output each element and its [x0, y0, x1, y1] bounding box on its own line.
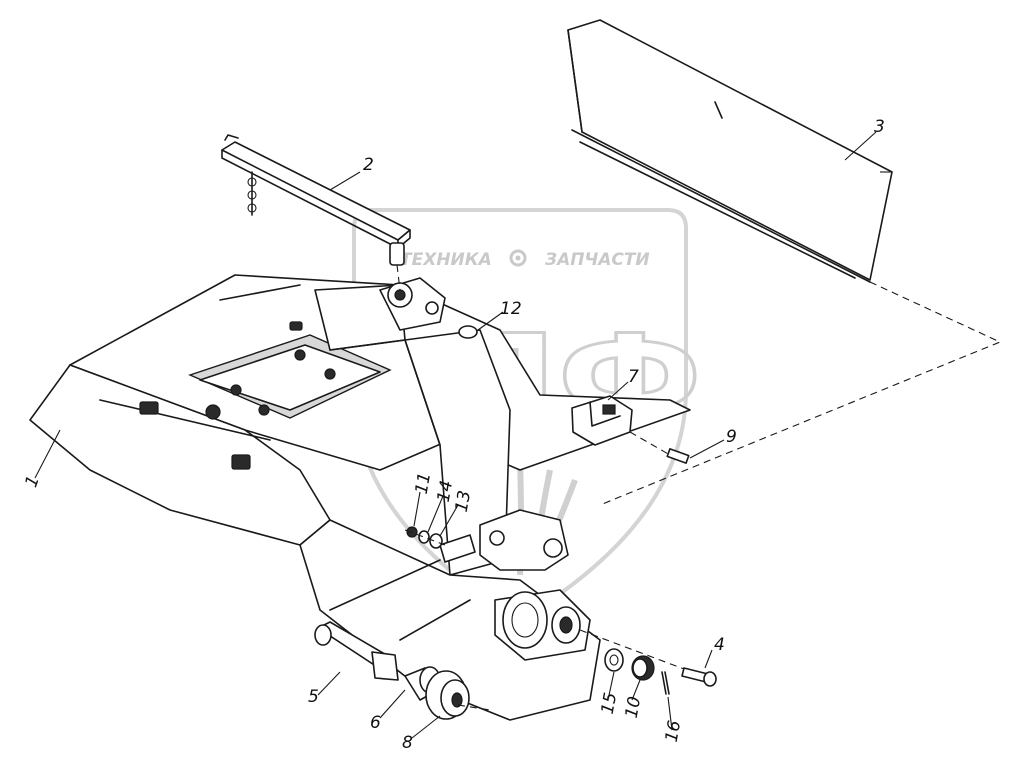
- guide-line-wheel: [457, 704, 491, 711]
- callout-10: 10: [622, 695, 645, 720]
- callout-15: 15: [598, 691, 621, 716]
- part-5-axle-pin: [314, 621, 399, 681]
- callout-3: 3: [874, 117, 885, 137]
- part-3-rear-panel: [567, 19, 893, 283]
- part-15-washer: [604, 648, 624, 672]
- part-10-castle-nut: [631, 655, 655, 681]
- guide-line-hub: [579, 629, 701, 676]
- part-13-spacer: [429, 533, 443, 549]
- callout-12: 12: [500, 299, 522, 319]
- callout-6: 6: [370, 713, 381, 733]
- part-11-nut: [406, 526, 418, 538]
- callout-7: 7: [628, 367, 639, 387]
- callout-4: 4: [714, 635, 725, 655]
- callout-8: 8: [402, 733, 413, 753]
- part-16-cotter-pin: [661, 671, 670, 695]
- part-12-washer: [458, 325, 478, 339]
- watermark-right-text: ЗАПЧАСТИ: [544, 250, 650, 270]
- gear-icon: [509, 249, 527, 267]
- part-8-wheel: [425, 670, 470, 720]
- callout-5: 5: [308, 687, 319, 707]
- callout-2: 2: [363, 155, 374, 175]
- callout-9: 9: [726, 427, 737, 447]
- callout-labels: 1 2 3 4 5 6 7 8 9 10 11 12 13 14 15 16: [21, 117, 884, 753]
- part-2-lever-bar: [221, 134, 411, 266]
- callout-16: 16: [662, 719, 685, 744]
- callout-11: 11: [412, 471, 435, 496]
- part-14-washer: [418, 530, 430, 544]
- watermark-left-text: ТЕХНИКА: [400, 250, 492, 270]
- part-4-bolt: [681, 667, 717, 687]
- callout-1: 1: [21, 473, 43, 490]
- callout-13: 13: [452, 489, 475, 514]
- part-9-bolt: [629, 431, 690, 464]
- callout-14: 14: [434, 479, 457, 504]
- part-1-housing: [29, 274, 691, 721]
- leader-lines: [34, 131, 877, 739]
- guide-line-lever: [396, 264, 401, 291]
